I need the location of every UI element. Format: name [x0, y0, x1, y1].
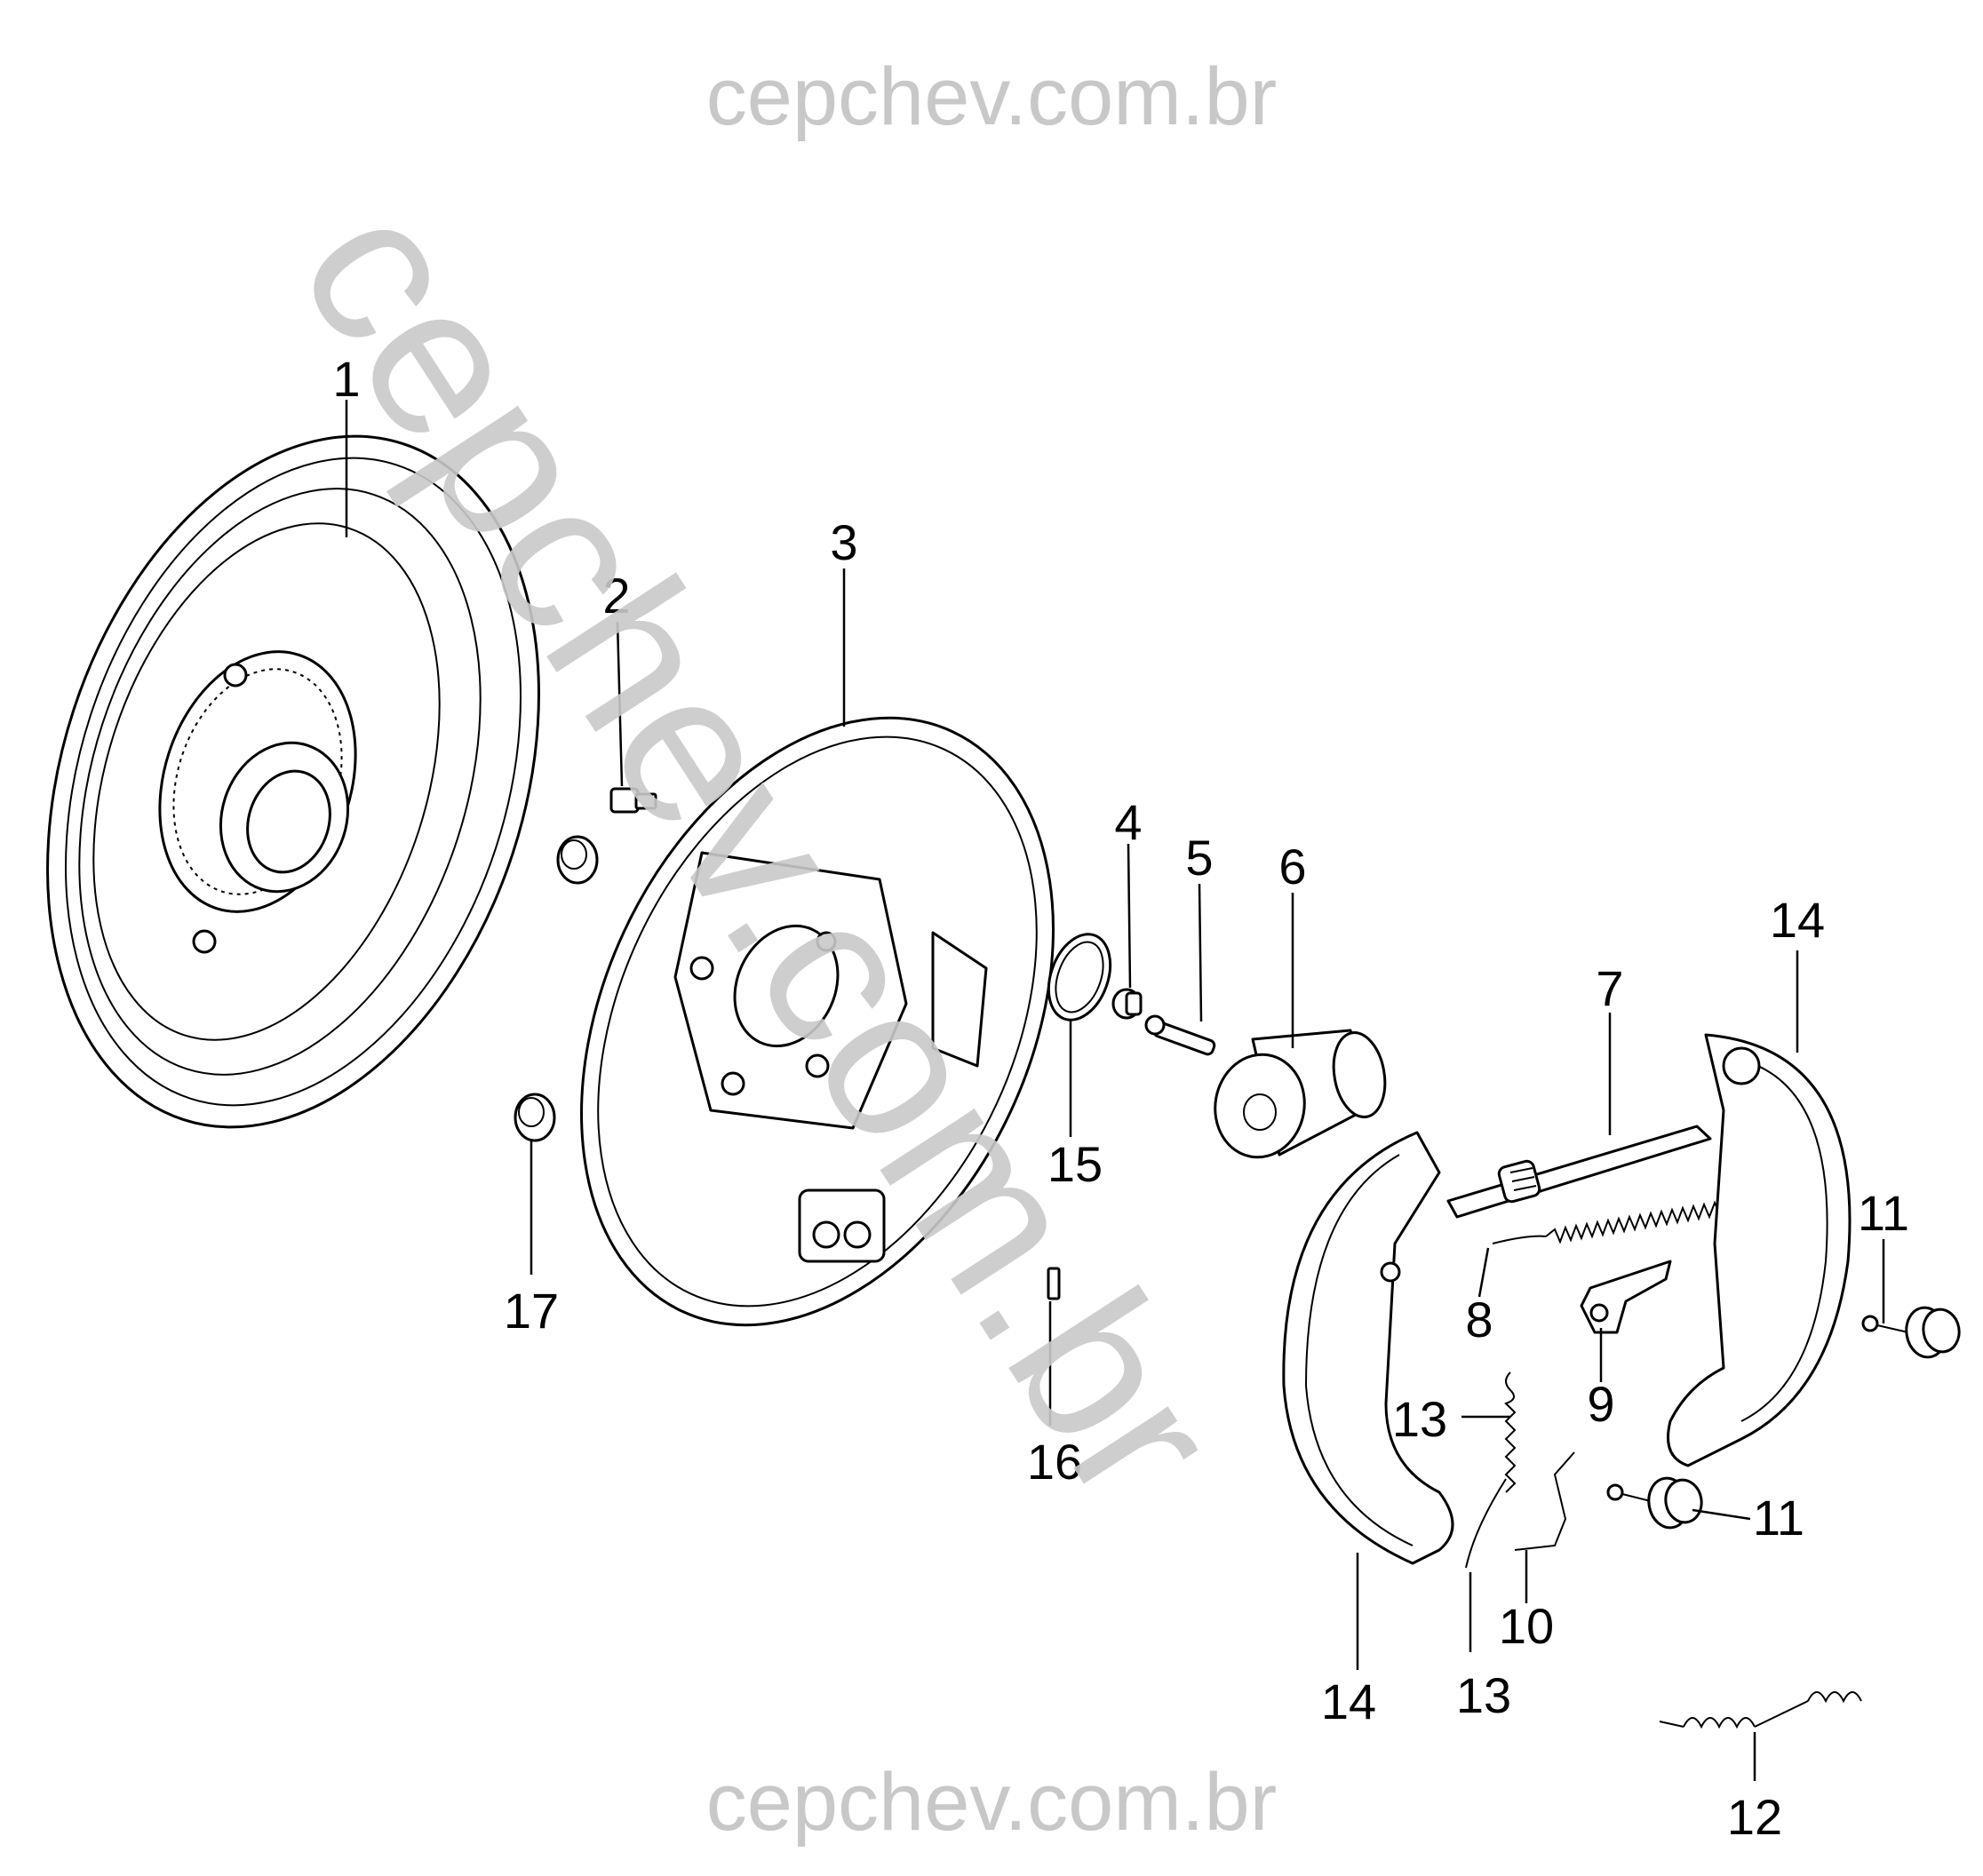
retainer-pin-icon [1514, 1451, 1575, 1551]
o-ring-icon [1047, 933, 1112, 1021]
callout-6: 6 [1278, 839, 1306, 894]
bolt-icon [609, 787, 657, 814]
hold-down-cup-icon [1606, 1306, 1961, 1530]
callout-16: 16 [1027, 1434, 1082, 1490]
callout-15: 15 [1047, 1136, 1103, 1192]
bleeder-screw-icon [1144, 1014, 1216, 1056]
brake-shoe-icon [1282, 1131, 1454, 1565]
plug-icon [514, 835, 599, 1142]
adjuster-lever-icon [1580, 1260, 1672, 1334]
return-spring-icon [1659, 1691, 1862, 1729]
watermark-top: cepchev.com.br [706, 52, 1278, 142]
backing-plate-icon [580, 716, 1055, 1327]
brake-drum-icon [46, 434, 540, 1129]
callout-5: 5 [1185, 830, 1213, 886]
brake-shoe-icon [1667, 1033, 1852, 1467]
leader-lines [345, 400, 1885, 1781]
callout-2: 2 [602, 568, 630, 624]
callout-7: 7 [1596, 960, 1623, 1016]
callout-11-lower: 11 [1753, 1490, 1804, 1546]
callout-1: 1 [332, 351, 360, 407]
adjuster-strut-icon [1446, 1125, 1712, 1219]
callout-3: 3 [830, 514, 857, 570]
callout-labels: 1 2 3 4 5 6 7 8 9 10 11 11 12 13 13 14 1… [332, 351, 1909, 1845]
callout-10: 10 [1499, 1598, 1554, 1654]
callout-9: 9 [1587, 1376, 1614, 1432]
clip-icon [1047, 1267, 1061, 1300]
bleeder-cap-icon [1111, 988, 1143, 1020]
callout-4: 4 [1114, 794, 1142, 850]
callout-14-right: 14 [1770, 892, 1825, 948]
watermark-bottom: cepchev.com.br [706, 1757, 1278, 1848]
wheel-cylinder-icon [1214, 1029, 1387, 1159]
callout-14-left: 14 [1321, 1673, 1376, 1729]
callout-12: 12 [1727, 1789, 1782, 1845]
callout-13-lower: 13 [1456, 1667, 1511, 1723]
callout-8: 8 [1465, 1292, 1493, 1347]
spring-icon [1465, 1371, 1517, 1569]
callout-13-upper: 13 [1392, 1391, 1447, 1447]
callout-17: 17 [504, 1283, 559, 1339]
callout-11-upper: 11 [1858, 1185, 1909, 1241]
